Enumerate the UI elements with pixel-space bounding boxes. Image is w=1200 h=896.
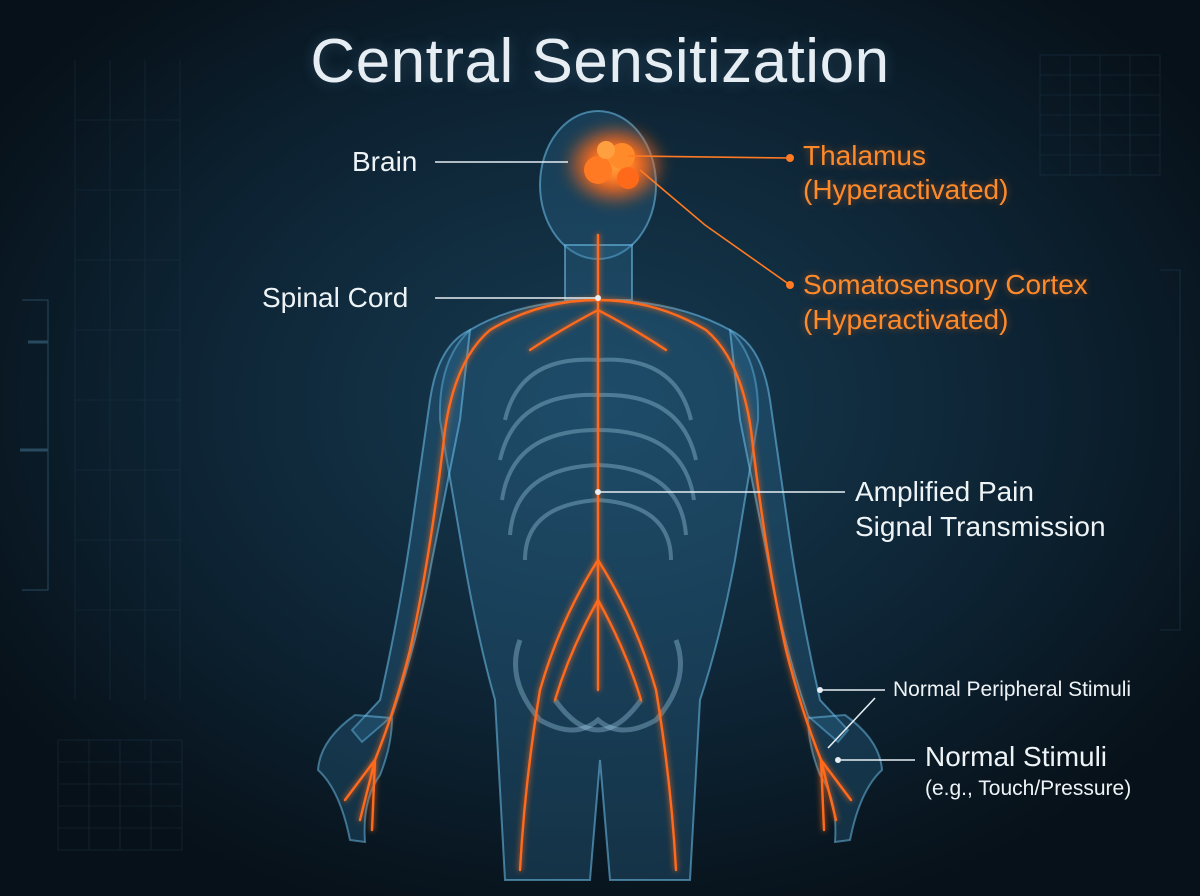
rib-cage <box>498 357 698 561</box>
hud-grid-top-right <box>1039 54 1161 176</box>
label-normal-peripheral-stimuli: Normal Peripheral Stimuli <box>893 678 1132 701</box>
label-cortex-state: (Hyperactivated) <box>803 304 1009 335</box>
hud-scale-right <box>1160 269 1181 631</box>
label-amplified-line1: Amplified Pain <box>855 476 1034 507</box>
label-thalamus-state: (Hyperactivated) <box>803 174 1009 205</box>
label-normal-stimuli: Normal Stimuli <box>925 741 1108 772</box>
page-title: Central Sensitization <box>310 27 890 96</box>
label-spinal-cord: Spinal Cord <box>262 282 409 313</box>
label-amplified-line2: Signal Transmission <box>855 511 1106 542</box>
label-somatosensory-cortex: Somatosensory Cortex <box>803 269 1088 300</box>
cortex-leader-line <box>639 169 791 286</box>
thalamus-leader-line <box>627 155 791 159</box>
hands <box>316 713 884 844</box>
hud-grid-bottom-left <box>57 739 183 851</box>
label-thalamus: Thalamus <box>803 140 926 171</box>
callout-lines <box>435 154 915 763</box>
hud-grid-left <box>74 60 181 700</box>
label-normal-stimuli-example: (e.g., Touch/Pressure) <box>925 777 1132 800</box>
hud-scale-left <box>20 299 49 591</box>
hyperactive-brain <box>563 123 667 207</box>
pelvis <box>513 639 683 733</box>
nerve-network <box>343 233 853 872</box>
label-brain: Brain <box>352 146 418 177</box>
body-silhouette <box>350 110 850 881</box>
